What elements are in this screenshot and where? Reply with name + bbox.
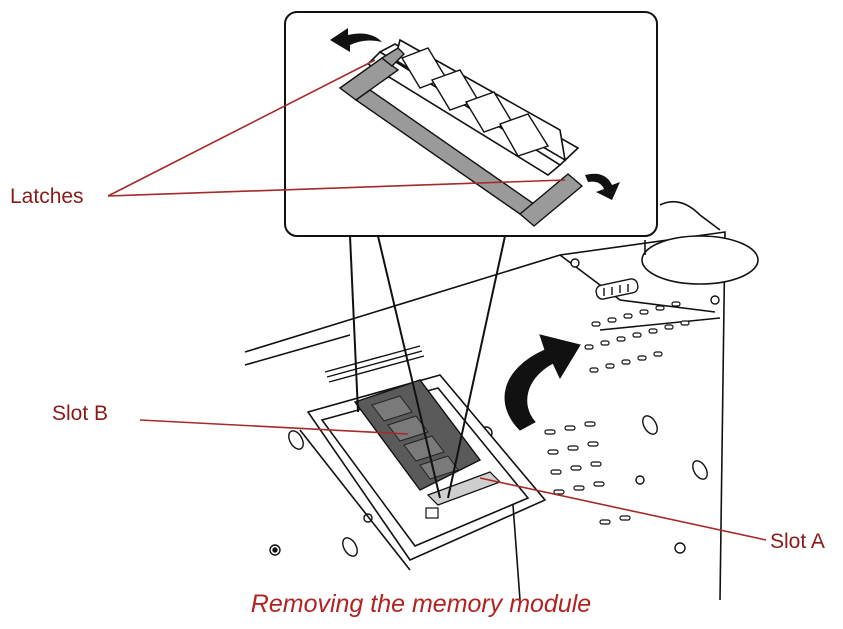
rubber-foot [642,202,758,284]
label-latches: Latches [10,185,84,208]
figure-caption: Removing the memory module [251,590,591,618]
vent-grille [545,302,689,524]
slide-switch [595,278,639,300]
curved-arrow-icon [505,335,580,430]
vent-row-3 [590,352,662,372]
vent-column-left [545,422,630,524]
base-step [600,318,720,330]
base-edge-back [245,335,350,365]
label-slot-b: Slot B [52,402,108,425]
callout-pointer-left [350,236,358,412]
vent-row-2 [585,321,689,349]
label-slot-a: Slot A [770,530,825,553]
